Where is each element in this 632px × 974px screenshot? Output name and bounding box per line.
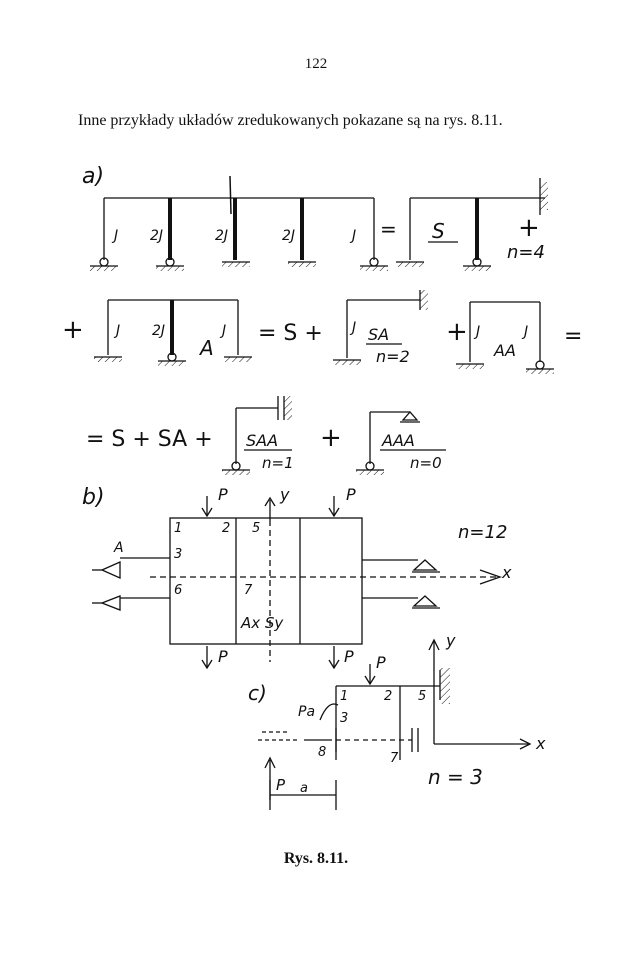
- aa-j1: J: [473, 324, 480, 340]
- b-load-p2: P: [346, 485, 356, 504]
- b-axis-x: x: [501, 563, 512, 582]
- c-node-2: 2: [384, 689, 392, 704]
- c-p-lower: P: [276, 776, 286, 794]
- c-node-5: 5: [418, 689, 426, 704]
- j-label-3: 2J: [215, 228, 228, 244]
- j-label-2: 2J: [150, 228, 163, 244]
- part-b-label: b): [82, 485, 105, 510]
- row2-j-3: J: [219, 323, 226, 339]
- row2-eq-s-plus: = S +: [258, 321, 323, 346]
- row2-frame: [94, 299, 252, 366]
- row2-j-2: 2J: [152, 323, 165, 339]
- c-axis-y: y: [445, 631, 456, 650]
- aaa-box-frame: [356, 411, 420, 475]
- b-n: n=12: [458, 522, 507, 543]
- n-row1: n=4: [507, 242, 545, 263]
- sa-j: J: [349, 320, 356, 336]
- part-c-label: c): [248, 681, 267, 705]
- intro-text: Inne przykłady układów zredukowanych pok…: [78, 112, 503, 129]
- row2-j-1: J: [113, 323, 120, 339]
- c-pa-upper: Pa: [298, 704, 315, 720]
- b-load-p4: P: [344, 647, 354, 666]
- saa-n: n=1: [262, 454, 294, 472]
- j-label-1: J: [111, 228, 118, 244]
- aa-j2: J: [521, 324, 528, 340]
- row2-a-letter: A: [198, 336, 214, 360]
- plus-1: +: [518, 213, 540, 243]
- b-axis-y: y: [279, 485, 290, 504]
- aaa-label: AAA: [381, 431, 415, 450]
- b-node-2: 2: [222, 521, 230, 536]
- c-node-7: 7: [390, 751, 399, 766]
- b-load-p1: P: [218, 485, 228, 504]
- part-c-frame: [258, 638, 532, 810]
- sa-n: n=2: [376, 347, 410, 366]
- equals-end-row2: =: [564, 324, 582, 349]
- aaa-n: n=0: [410, 454, 442, 472]
- b-node-6: 6: [174, 583, 182, 598]
- plus-row3: +: [320, 423, 342, 453]
- c-axis-x: x: [535, 734, 546, 753]
- aa-box-label: AA: [493, 341, 516, 360]
- sa-box-frame: [333, 290, 428, 365]
- saa-label: SAA: [246, 431, 278, 450]
- part-b-frame: [92, 496, 502, 670]
- b-center-label: Ax Sy: [240, 614, 284, 632]
- c-a: a: [300, 781, 308, 796]
- c-node-8: 8: [318, 745, 326, 760]
- s-box-frame: [396, 178, 548, 271]
- part-a-label: a): [82, 164, 104, 189]
- saa-box-frame: [222, 396, 292, 475]
- b-node-1: 1: [174, 521, 182, 536]
- b-node-5: 5: [252, 521, 260, 536]
- c-n: n = 3: [428, 765, 483, 789]
- c-load-p: P: [376, 653, 386, 672]
- j-label-5: J: [349, 228, 356, 244]
- row3-lead: = S + SA +: [86, 427, 213, 452]
- plus-mid-row2: +: [446, 317, 468, 347]
- b-node-7: 7: [244, 583, 253, 598]
- c-node-1: 1: [340, 689, 348, 704]
- j-label-4: 2J: [282, 228, 295, 244]
- s-box-label: S: [432, 219, 445, 243]
- sa-box-label: SA: [368, 325, 389, 344]
- equals-1: =: [380, 217, 397, 241]
- b-support-a: A: [113, 540, 124, 556]
- plus-lead-row2: +: [62, 315, 84, 345]
- aa-box-frame: [456, 301, 554, 374]
- b-node-3: 3: [174, 547, 182, 562]
- b-load-p3: P: [218, 647, 228, 666]
- figure-caption: Rys. 8.11.: [283, 850, 349, 867]
- c-node-3: 3: [340, 711, 348, 726]
- page-number: 122: [304, 56, 328, 72]
- row1-frame: [90, 175, 388, 271]
